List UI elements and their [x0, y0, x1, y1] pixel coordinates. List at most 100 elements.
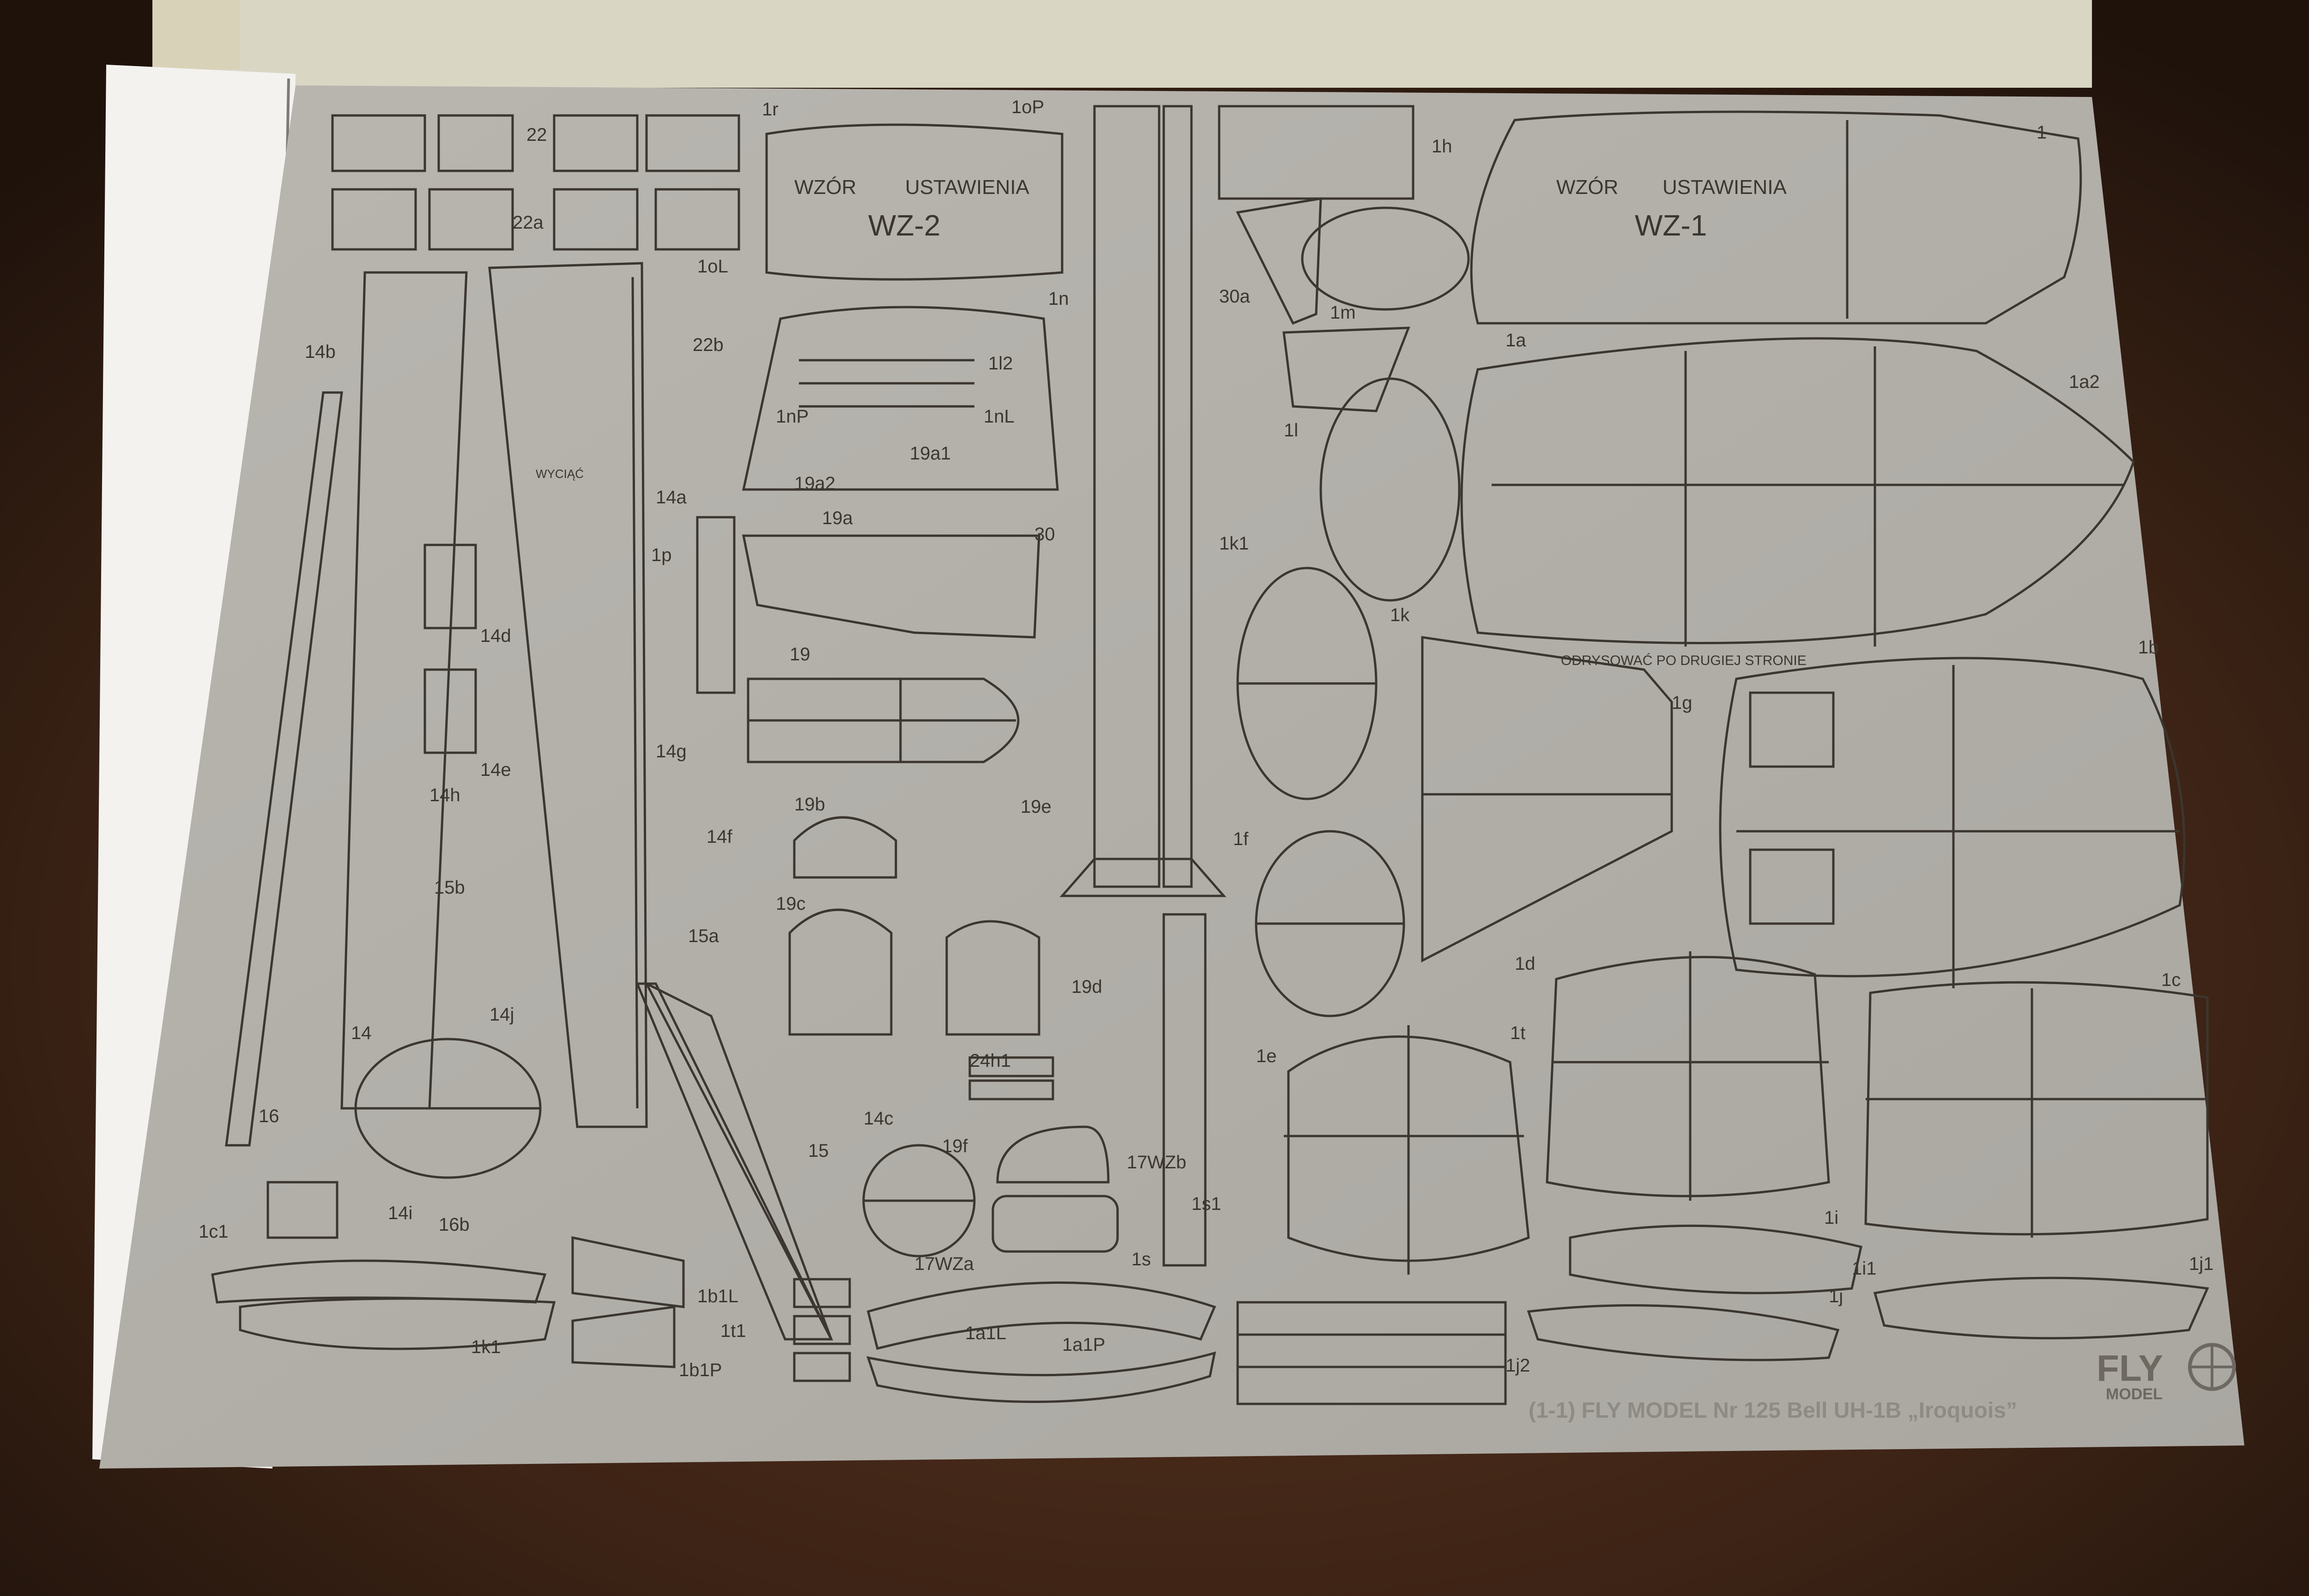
- wz1-label-left: WZÓR: [1556, 176, 1618, 199]
- part-label: 1i1: [1852, 1258, 1876, 1279]
- part-label: 14g: [656, 741, 687, 762]
- part-label: 1j2: [1505, 1355, 1530, 1376]
- wz1-label-right: USTAWIENIA: [1662, 176, 1787, 199]
- wz1-outline: [1470, 110, 2082, 325]
- part-label: 1j1: [2189, 1254, 2213, 1274]
- ruler: [152, 0, 240, 69]
- part-label: 17WZa: [914, 1254, 974, 1274]
- part-label: 1s: [1131, 1249, 1151, 1270]
- part-14: [488, 262, 648, 1128]
- part-label: 1: [2037, 122, 2047, 143]
- part-label: 1i: [1824, 1208, 1838, 1228]
- part-label: 1h: [1432, 136, 1452, 157]
- part-label: 22b: [693, 335, 724, 355]
- footer-title: (1-1) FLY MODEL Nr 125 Bell UH-1B „Iroqu…: [1529, 1398, 2017, 1423]
- part-label: 15a: [688, 926, 719, 946]
- part-label: 1l: [1284, 420, 1298, 441]
- part-label: 24h1: [970, 1051, 1011, 1071]
- part-label: 15b: [434, 877, 465, 898]
- part-1e: [1287, 1035, 1530, 1262]
- part-label: 1t: [1510, 1023, 1525, 1043]
- part-16: [225, 391, 343, 1147]
- part-label: 16b: [439, 1215, 470, 1235]
- part-label: 1m: [1330, 302, 1356, 323]
- part-label: 1b1P: [679, 1360, 722, 1380]
- part-label: 1d: [1515, 954, 1535, 974]
- part-label: 17WZb: [1127, 1152, 1186, 1173]
- wz2-label-left: WZÓR: [794, 176, 856, 199]
- part-label: 19f: [942, 1136, 968, 1156]
- part-label: 19: [790, 644, 810, 665]
- part-label: 14c: [864, 1108, 894, 1129]
- wz2-label-right: USTAWIENIA: [905, 176, 1030, 199]
- logo-model: MODEL: [2106, 1385, 2163, 1403]
- part-label: 16: [259, 1106, 279, 1126]
- logo-fly: FLY: [2097, 1348, 2163, 1389]
- part-label: 14e: [480, 760, 511, 780]
- part-label: 19c: [776, 894, 806, 914]
- part-label: 22: [526, 125, 547, 145]
- part-label: 1b: [2138, 637, 2159, 658]
- part-label: 1f: [1233, 829, 1249, 849]
- part-1b: [1719, 657, 2186, 978]
- part-label: 19a1: [910, 443, 951, 464]
- part-label: 1r: [762, 99, 779, 120]
- part-label: 1n: [1048, 289, 1069, 309]
- part-label: 14b: [305, 342, 336, 362]
- part-1d: [1546, 955, 1830, 1197]
- sheet-footer: (1-1) FLY MODEL Nr 125 Bell UH-1B „Iroqu…: [1529, 1343, 2236, 1423]
- part-label: 1nP: [776, 406, 809, 427]
- part-label: 19d: [1071, 977, 1102, 997]
- note-draw-other-side: ODRYSOWAĆ PO DRUGIEJ STRONIE: [1561, 653, 1807, 668]
- part-label: 1oP: [1011, 97, 1044, 117]
- part-label: 1k1: [1219, 533, 1249, 554]
- cutting-mat: [199, 0, 2092, 88]
- part-label: 1nL: [984, 406, 1015, 427]
- part-label: 1s1: [1191, 1194, 1221, 1214]
- wz2-panel: WZÓR USTAWIENIA WZ-2: [794, 176, 1030, 242]
- part-label: 14j: [490, 1004, 514, 1025]
- part-label: 1g: [1672, 693, 1692, 713]
- part-label: 19b: [794, 794, 825, 815]
- part-label: 1k: [1390, 605, 1410, 625]
- part-label: 1c: [2161, 970, 2181, 990]
- part-label: 22a: [513, 212, 544, 233]
- part-label: 1c1: [199, 1221, 229, 1242]
- part-1a: [1460, 337, 2135, 644]
- part-20a: [331, 114, 426, 172]
- wz1-code: WZ-1: [1635, 209, 1707, 242]
- engraved-parts: [211, 105, 2209, 1405]
- part-label: 30: [1034, 524, 1055, 544]
- part-label: 1j: [1829, 1286, 1843, 1306]
- part-label: 14i: [388, 1203, 412, 1223]
- part-label: 14: [351, 1023, 372, 1043]
- part-label: 1a1P: [1062, 1335, 1105, 1355]
- part-label: 14h: [429, 785, 460, 805]
- cardboard-sheet: [99, 85, 2244, 1469]
- part-label: 1oL: [697, 256, 728, 277]
- part-label: 15: [808, 1141, 829, 1161]
- wz1-panel: WZÓR USTAWIENIA WZ-1: [1556, 176, 1787, 242]
- part-label: 14a: [656, 487, 687, 508]
- part-1c: [1864, 981, 2209, 1236]
- part-label: 14f: [707, 827, 732, 847]
- wz2-outline: [765, 123, 1064, 281]
- part-label: 14d: [480, 626, 511, 646]
- wz2-code: WZ-2: [868, 209, 940, 242]
- part-label: 19a2: [794, 473, 835, 494]
- part-label: 19e: [1021, 797, 1052, 817]
- part-label: 19a: [822, 508, 853, 528]
- part-label: 1l2: [988, 353, 1013, 374]
- part-label: 1a2: [2069, 372, 2100, 392]
- part-label: 1b1L: [697, 1286, 738, 1306]
- part-1g: [1421, 636, 1673, 963]
- note-cut-out: WYCIĄĆ: [536, 467, 584, 481]
- part-label: 1e: [1256, 1046, 1277, 1066]
- part-label: 1a1L: [965, 1323, 1006, 1343]
- part-label: 1p: [651, 545, 672, 565]
- part-labels: 22 22a 22b 1r 1oP 1oL 1n 1nP 1nL 1l2 19a…: [199, 97, 2213, 1380]
- part-label: 30a: [1219, 286, 1250, 307]
- part-label: 1t1: [720, 1321, 746, 1341]
- part-label: 1a: [1505, 330, 1526, 351]
